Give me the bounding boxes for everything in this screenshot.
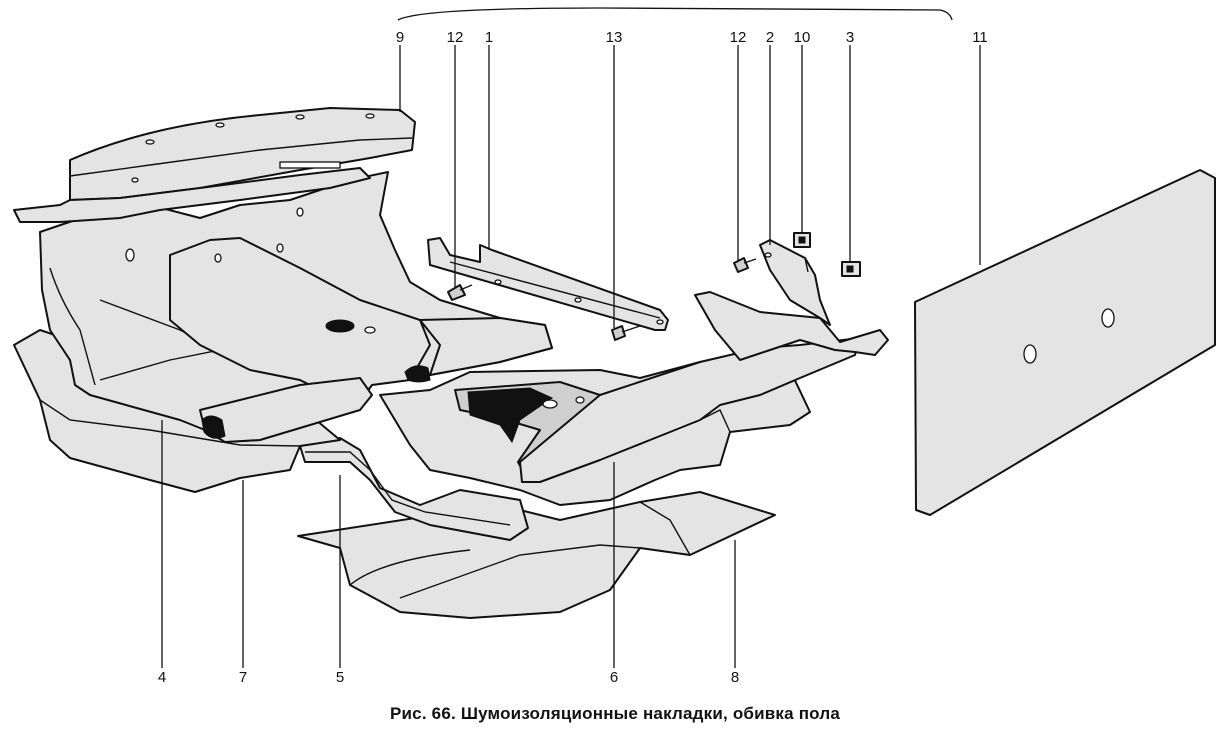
leader-lines: [161, 45, 981, 668]
part-3-clip: [841, 261, 861, 277]
callout-6: 6: [610, 669, 618, 686]
group-bracket: [397, 7, 953, 21]
callout-12-right: 12: [730, 29, 747, 46]
part-1-sill-strip: [427, 237, 669, 331]
callout-1: 1: [485, 29, 493, 46]
part-6-front-tunnel-mat: [379, 337, 861, 506]
callout-9: 9: [396, 29, 404, 46]
part-2-side-trim: [694, 239, 889, 361]
callout-11: 11: [972, 29, 988, 46]
callout-2: 2: [766, 29, 774, 46]
callout-7: 7: [239, 669, 247, 686]
part-10-clip: [793, 232, 811, 248]
part-9-dash-panel: [13, 107, 416, 223]
part-12-screw-right: [733, 257, 757, 273]
callout-13: 13: [606, 29, 623, 46]
callout-10: 10: [794, 29, 811, 46]
part-13-screw: [611, 325, 641, 341]
figure-caption: Рис. 66. Шумоизоляционные накладки, обив…: [389, 704, 840, 723]
part-8-rear-floor-mat: [297, 491, 776, 619]
callout-8: 8: [731, 669, 739, 686]
part-12-screw-left: [447, 284, 473, 301]
callout-3: 3: [846, 29, 854, 46]
callout-12-left: 12: [447, 29, 464, 46]
callout-5: 5: [336, 669, 344, 686]
part-11-insulation-board: [914, 169, 1216, 516]
callout-4: 4: [158, 669, 166, 686]
part-5-front-floor-mat: [299, 437, 529, 541]
part-4-floor-insulation: [39, 171, 553, 443]
